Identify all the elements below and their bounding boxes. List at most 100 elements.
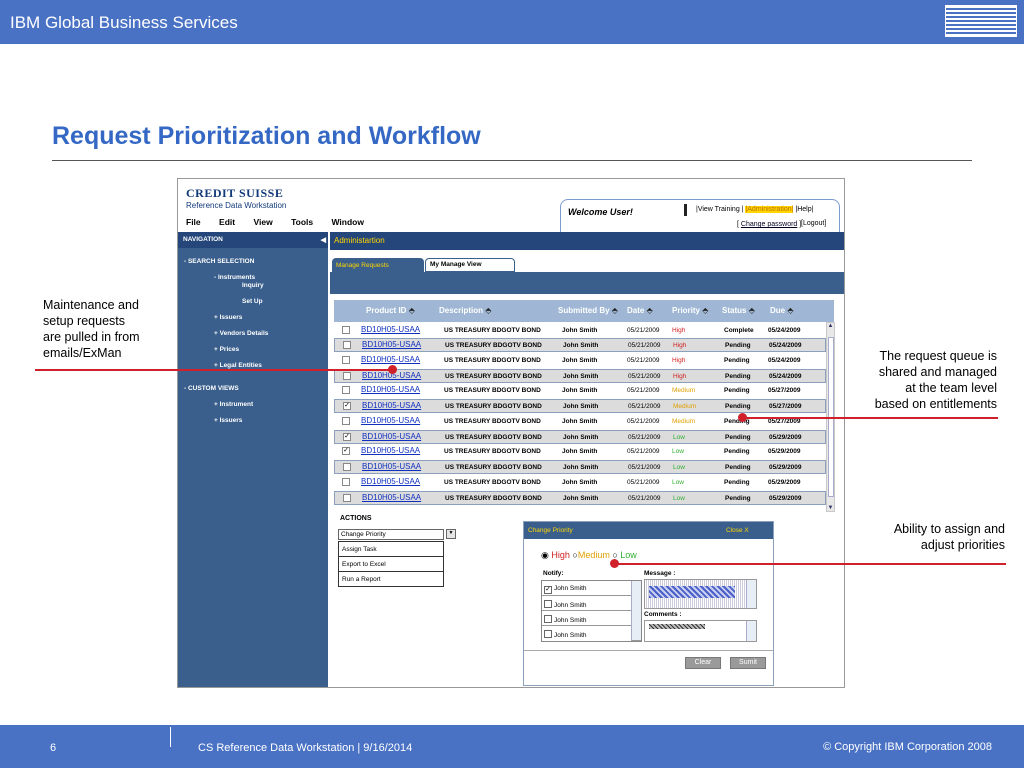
message-scrollbar[interactable] — [746, 580, 756, 608]
col-description[interactable]: Description ⬘ — [439, 306, 492, 315]
notify-item[interactable]: John Smith — [542, 611, 641, 626]
checkbox[interactable] — [544, 600, 552, 608]
change-password-link[interactable]: Change password — [740, 221, 798, 228]
action-assign-task[interactable]: Assign Task — [339, 542, 443, 557]
nav-issuers[interactable]: + Issuers — [214, 314, 243, 321]
nav-prices[interactable]: + Prices — [214, 346, 240, 353]
row-checkbox[interactable]: ✓ — [342, 447, 350, 455]
row-checkbox[interactable] — [342, 356, 350, 364]
col-product-id[interactable]: Product ID ⬘ — [366, 306, 415, 315]
notify-item[interactable]: John Smith — [542, 596, 641, 611]
row-checkbox[interactable] — [342, 386, 350, 394]
nav-custom-views[interactable]: - CUSTOM VIEWS — [184, 385, 239, 392]
product-id-link[interactable]: BD10H05-USAA — [361, 325, 421, 334]
menu-window[interactable]: Window — [331, 217, 364, 227]
product-id-link[interactable]: BD10H05-USAA — [362, 371, 422, 380]
col-date[interactable]: Date ⬘ — [627, 306, 653, 315]
row-checkbox[interactable] — [342, 417, 350, 425]
col-status[interactable]: Status ⬘ — [722, 306, 755, 315]
nav-issuers-2[interactable]: + Issuers — [214, 417, 243, 424]
description-cell: US TREASURY BDGOTV BOND — [445, 373, 542, 380]
product-id-link[interactable]: BD10H05-USAA — [362, 462, 422, 471]
row-checkbox[interactable] — [343, 341, 351, 349]
col-due[interactable]: Due ⬘ — [770, 306, 794, 315]
row-checkbox[interactable]: ✓ — [343, 433, 351, 441]
comments-box[interactable] — [644, 620, 757, 642]
notify-item[interactable]: John Smith — [542, 626, 641, 641]
checkbox-checked[interactable]: ✓ — [544, 586, 552, 594]
menu-edit[interactable]: Edit — [219, 217, 236, 227]
submit-button[interactable]: Sumit — [730, 657, 766, 669]
product-id-link[interactable]: BD10H05-USAA — [361, 477, 421, 486]
product-id-link[interactable]: BD10H05-USAA — [362, 432, 422, 441]
nav-search-selection[interactable]: - SEARCH SELECTION — [184, 258, 255, 265]
message-box[interactable] — [644, 579, 757, 609]
clear-button[interactable]: Clear — [685, 657, 721, 669]
product-id-link[interactable]: BD10H05-USAA — [361, 416, 421, 425]
product-id-link[interactable]: BD10H05-USAA — [362, 401, 422, 410]
checkbox[interactable] — [544, 630, 552, 638]
priority-cell: Low — [673, 464, 685, 471]
nav-instrument[interactable]: + Instrument — [214, 401, 254, 408]
scroll-down-icon[interactable]: ▼ — [827, 505, 834, 511]
row-checkbox[interactable] — [343, 372, 351, 380]
action-export-excel[interactable]: Export to Excel — [339, 557, 443, 572]
scroll-up-icon[interactable]: ▲ — [827, 323, 834, 329]
nav-inquiry[interactable]: Inquiry — [242, 282, 264, 289]
product-id-link[interactable]: BD10H05-USAA — [361, 355, 421, 364]
ibm-logo: IBM — [945, 5, 1017, 37]
close-button[interactable]: Close X — [726, 527, 749, 534]
date-cell: 05/21/2009 — [628, 464, 661, 471]
col-priority[interactable]: Priority ⬘ — [672, 306, 709, 315]
row-checkbox[interactable] — [343, 494, 351, 502]
product-id-link[interactable]: BD10H05-USAA — [362, 340, 422, 349]
actions-select[interactable]: Change Priority▼ — [338, 529, 456, 540]
logout-link[interactable]: [Logout] — [801, 220, 827, 227]
date-cell: 05/21/2009 — [627, 387, 660, 394]
menu-tools[interactable]: Tools — [291, 217, 314, 227]
row-checkbox[interactable] — [342, 478, 350, 486]
row-checkbox[interactable]: ✓ — [343, 402, 351, 410]
nav-instruments[interactable]: - Instruments — [214, 274, 256, 281]
row-checkbox[interactable] — [342, 326, 350, 334]
tab-my-manage-view[interactable]: My Manage View — [425, 258, 515, 272]
menu-file[interactable]: File — [186, 217, 201, 227]
nav-legal-entities[interactable]: + Legal Entities — [214, 362, 262, 369]
dropdown-arrow-icon[interactable]: ▼ — [446, 529, 456, 539]
radio-high[interactable]: ◉ High — [541, 550, 570, 560]
help-link[interactable]: |Help| — [795, 206, 814, 213]
collapse-arrow-icon[interactable]: ◀ — [320, 237, 326, 244]
action-run-report[interactable]: Run a Report — [342, 576, 381, 583]
product-id-link[interactable]: BD10H05-USAA — [361, 446, 421, 455]
radio-low[interactable]: ○ Low — [612, 550, 637, 560]
nav-vendors[interactable]: + Vendors Details — [214, 330, 269, 337]
notify-scrollbar[interactable] — [631, 581, 641, 641]
administration-link[interactable]: |Administration| — [745, 206, 794, 213]
product-id-link[interactable]: BD10H05-USAA — [361, 385, 421, 394]
menu-view[interactable]: View — [253, 217, 273, 227]
comments-scrollbar[interactable] — [746, 621, 756, 641]
row-checkbox[interactable] — [343, 463, 351, 471]
status-cell: Pending — [725, 403, 751, 410]
notify-item[interactable]: ✓John Smith — [542, 581, 641, 596]
radio-medium[interactable]: ○Medium — [572, 550, 610, 560]
product-id-link[interactable]: BD10H05-USAA — [362, 493, 422, 502]
checkbox[interactable] — [544, 615, 552, 623]
tab-manage-requests[interactable]: Manage Requests — [332, 258, 424, 272]
status-cell: Pending — [725, 495, 751, 502]
view-training-link[interactable]: |View Training | — [696, 206, 744, 213]
col-submitted-by[interactable]: Submitted By ⬘ — [558, 306, 618, 315]
nav-setup[interactable]: Set Up — [242, 298, 263, 305]
